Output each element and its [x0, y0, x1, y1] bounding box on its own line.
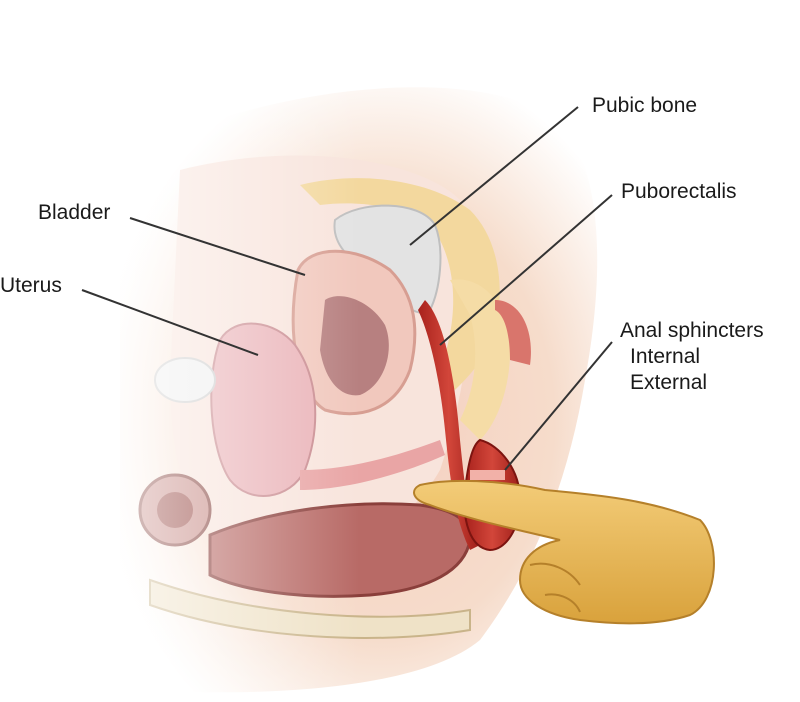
leader-bladder [129, 217, 306, 276]
leader-uterus [81, 289, 259, 356]
label-pubic-bone: Pubic bone [592, 94, 698, 117]
label-uterus: Uterus [0, 274, 62, 297]
label-anal-sphincters: Anal sphincters [620, 319, 764, 342]
label-bladder: Bladder [38, 201, 111, 224]
leader-lines [81, 106, 613, 471]
leader-puborectalis [439, 194, 613, 346]
label-internal: Internal [630, 345, 701, 368]
label-puborectalis: Puborectalis [621, 180, 737, 203]
label-external: External [630, 371, 708, 394]
leader-pubic-bone [409, 106, 579, 246]
leader-anal-sphincters [504, 341, 613, 471]
